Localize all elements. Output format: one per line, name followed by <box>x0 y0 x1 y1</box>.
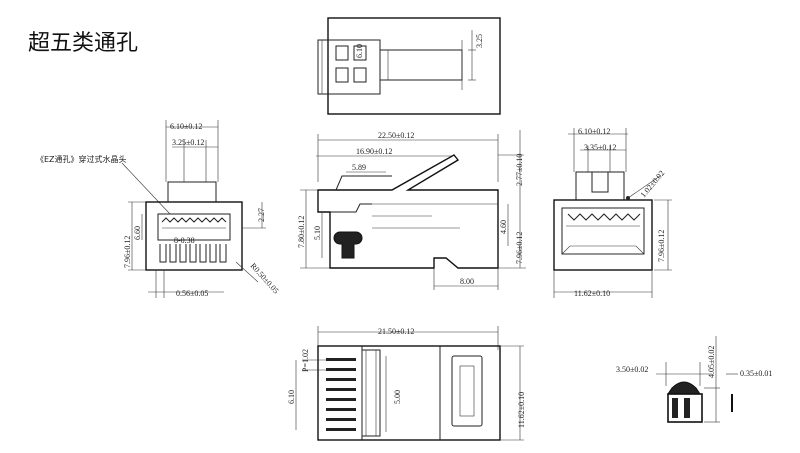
end-view: 6.10±0.12 3.35±0.12 7.96±0.12 1.02±0.02 … <box>553 127 672 298</box>
drawing-title: 超五类通孔 <box>28 31 138 56</box>
detail-view: 3.50±0.02 4.05±0.02 0.35±0.01 <box>616 336 772 423</box>
bottom-width-left-dim: 6.10 <box>287 390 296 404</box>
front-step-dim: 5.10 <box>313 226 322 240</box>
left-view: 6.10±0.12 3.25±0.12 《EZ通孔》穿过式水晶头 8-0.38 … <box>36 120 280 298</box>
top-width-dim: 6.10 <box>355 44 364 58</box>
left-height-total-dim: 7.96±0.12 <box>123 236 132 268</box>
end-top-inner-dim: 3.35±0.12 <box>584 143 616 152</box>
left-height-body-dim: 6.60 <box>133 226 142 240</box>
top-height-dim: 3.25 <box>475 34 484 48</box>
front-latch-dim: 16.90±0.12 <box>356 147 392 156</box>
bottom-inner-dim: 5.00 <box>393 390 402 404</box>
top-view: 6.10 3.25 <box>317 17 501 115</box>
bottom-width-right-dim: 11.62±0.10 <box>517 392 526 428</box>
front-inner-dim: 4.60 <box>499 220 508 234</box>
front-hook-dim: 5.89 <box>352 163 366 172</box>
detail-height-dim: 4.05±0.02 <box>707 346 716 378</box>
detail-thickness-dim: 0.35±0.01 <box>740 369 772 378</box>
left-top-inner-dim: 3.25±0.12 <box>172 138 204 147</box>
front-height-right-dim: 7.96±0.12 <box>515 232 524 264</box>
front-latch-height-dim: 2.77±0.10 <box>515 154 524 186</box>
end-top-outer-dim: 6.10±0.12 <box>578 127 610 136</box>
end-height-dim: 7.96±0.12 <box>657 230 666 262</box>
bottom-pitch-dim: P=1.02 <box>301 349 310 372</box>
end-width-dim: 11.62±0.10 <box>574 289 610 298</box>
left-top-outer-dim: 6.10±0.12 <box>170 122 202 131</box>
front-view: 22.50±0.12 16.90±0.12 5.89 7.80±0.12 5.1… <box>297 130 526 290</box>
front-height-left-dim: 7.80±0.12 <box>297 216 306 248</box>
front-bottom-len-dim: 8.00 <box>460 277 474 286</box>
left-bottom-dim: 0.56±0.05 <box>176 289 208 298</box>
left-pitch-dim: 8-0.38 <box>174 236 195 245</box>
end-corner-dim: 1.02±0.02 <box>639 169 667 200</box>
left-side-dim: 2.27 <box>257 208 266 222</box>
contact-blade-icon <box>333 231 363 259</box>
detail-width-dim: 3.50±0.02 <box>616 365 648 374</box>
bottom-length-dim: 21.50±0.12 <box>378 327 414 336</box>
front-length-dim: 22.50±0.12 <box>378 131 414 140</box>
bottom-view: 21.50±0.12 5.00 P=1.02 6.10 11.62±0.10 <box>287 326 526 441</box>
left-radius-dim: R0.50±0.05 <box>249 261 281 295</box>
left-note: 《EZ通孔》穿过式水晶头 <box>36 154 127 164</box>
